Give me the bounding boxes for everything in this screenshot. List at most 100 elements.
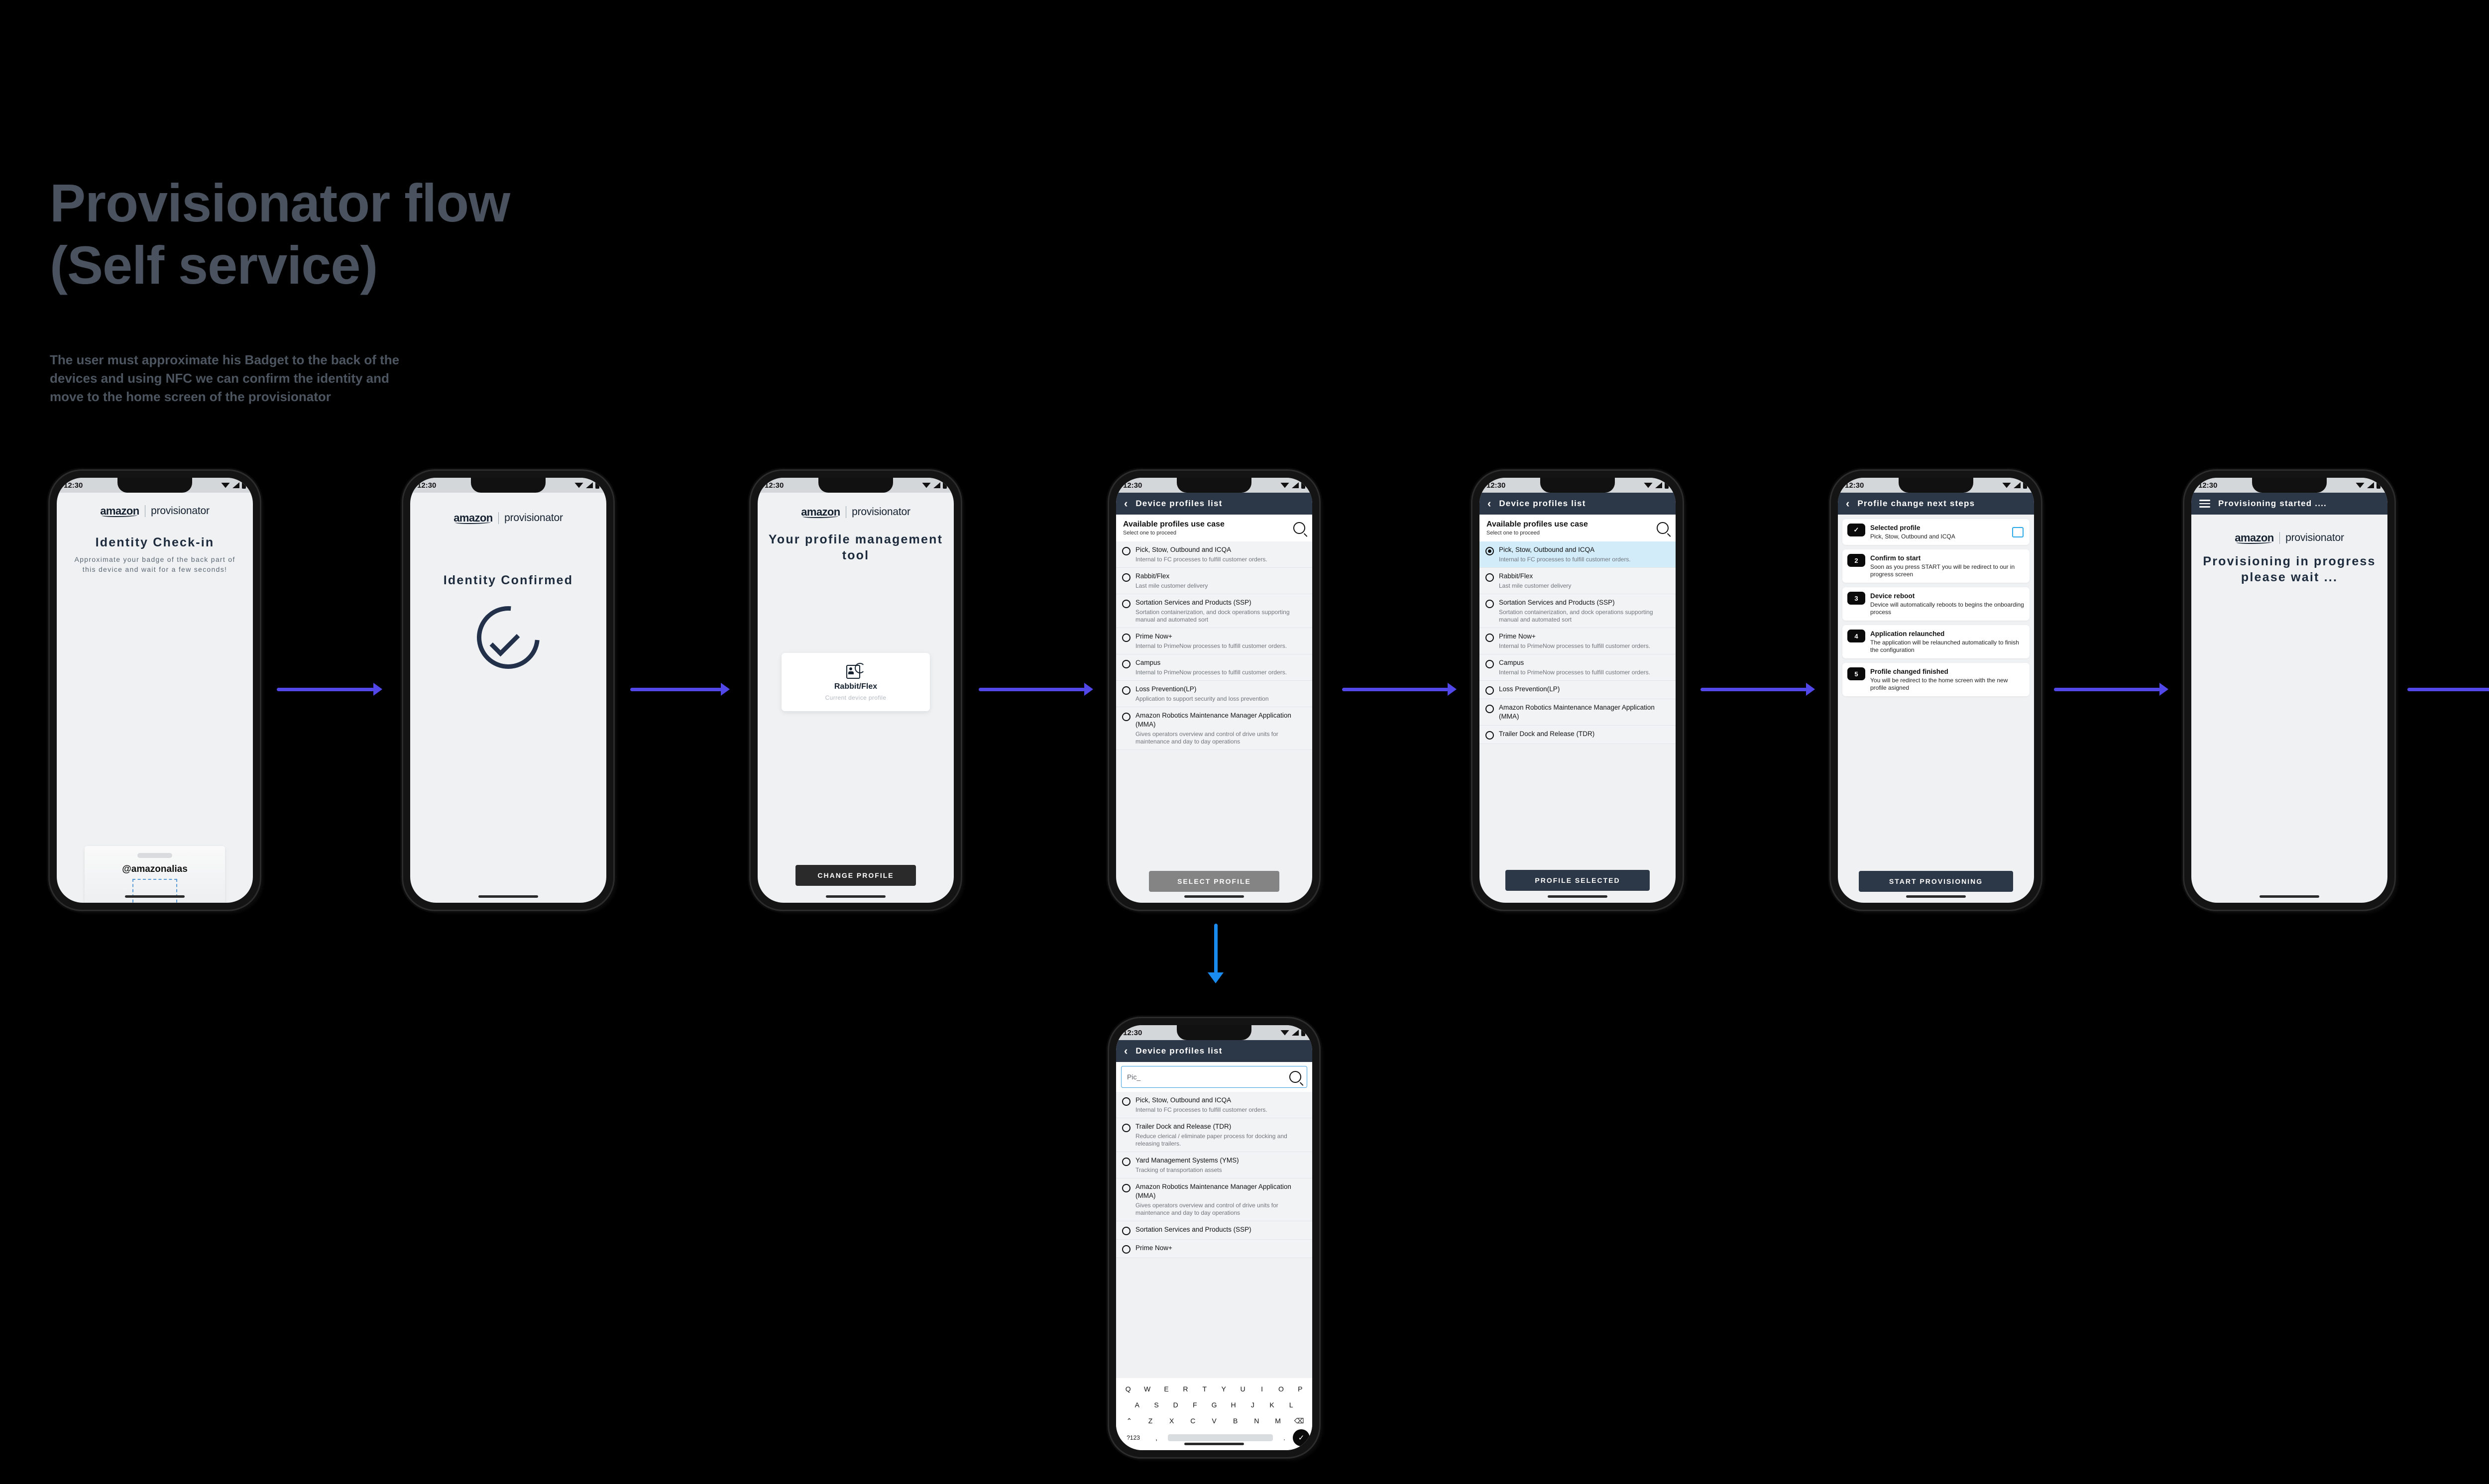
search-icon[interactable] bbox=[1657, 522, 1669, 534]
profile-row[interactable]: Pick, Stow, Outbound and ICQA Internal t… bbox=[1116, 1092, 1312, 1118]
key-L[interactable]: L bbox=[1289, 1401, 1293, 1409]
key-U[interactable]: U bbox=[1240, 1385, 1245, 1393]
search-icon[interactable] bbox=[1293, 522, 1305, 534]
key-P[interactable]: P bbox=[1298, 1385, 1303, 1393]
profile-row[interactable]: Pick, Stow, Outbound and ICQA Internal t… bbox=[1116, 541, 1312, 568]
screen-identity-confirmed[interactable]: 12:30 amazon provisionator Identity Conf… bbox=[410, 478, 606, 903]
key-Z[interactable]: Z bbox=[1148, 1417, 1153, 1425]
profile-row[interactable]: Sortation Services and Products (SSP) bbox=[1116, 1221, 1312, 1240]
profile-radio[interactable] bbox=[1122, 573, 1131, 582]
key-E[interactable]: E bbox=[1164, 1385, 1169, 1393]
key-O[interactable]: O bbox=[1278, 1385, 1284, 1393]
hamburger-menu-icon[interactable] bbox=[2199, 500, 2210, 508]
profile-radio[interactable] bbox=[1485, 731, 1494, 740]
profile-list[interactable]: Pick, Stow, Outbound and ICQA Internal t… bbox=[1116, 541, 1312, 750]
profile-selected-button[interactable]: PROFILE SELECTED bbox=[1505, 870, 1650, 891]
screen-profile-change-next-steps[interactable]: 12:30 ‹ Profile change next steps ✓ Sele… bbox=[1838, 478, 2034, 903]
key-D[interactable]: D bbox=[1173, 1401, 1178, 1409]
space-key[interactable] bbox=[1167, 1434, 1273, 1441]
profile-radio[interactable] bbox=[1122, 1227, 1131, 1235]
key-V[interactable]: V bbox=[1212, 1417, 1217, 1425]
key-R[interactable]: R bbox=[1183, 1385, 1188, 1393]
key-A[interactable]: A bbox=[1134, 1401, 1139, 1409]
profile-row[interactable]: Amazon Robotics Maintenance Manager Appl… bbox=[1116, 1178, 1312, 1221]
key-B[interactable]: B bbox=[1233, 1417, 1238, 1425]
comma-key[interactable]: , bbox=[1155, 1434, 1157, 1442]
profile-radio[interactable] bbox=[1122, 686, 1131, 695]
profile-radio[interactable] bbox=[1122, 1245, 1131, 1254]
key-C[interactable]: C bbox=[1190, 1417, 1196, 1425]
key-F[interactable]: F bbox=[1193, 1401, 1197, 1409]
current-profile-card[interactable]: Rabbit/Flex Current device profile bbox=[782, 653, 930, 711]
profile-radio[interactable] bbox=[1485, 660, 1494, 668]
edit-pencil-icon[interactable] bbox=[2012, 527, 2024, 537]
profile-radio[interactable] bbox=[1485, 547, 1494, 555]
profile-radio[interactable] bbox=[1485, 705, 1494, 713]
screen-identity-check-in[interactable]: 12:30 amazon provisionator Identity Chec… bbox=[57, 478, 253, 903]
profile-radio[interactable] bbox=[1122, 713, 1131, 721]
key-J[interactable]: J bbox=[1250, 1401, 1254, 1409]
profile-row[interactable]: Yard Management Systems (YMS) Tracking o… bbox=[1116, 1152, 1312, 1178]
profile-row[interactable]: Sortation Services and Products (SSP) So… bbox=[1116, 594, 1312, 628]
profile-radio[interactable] bbox=[1122, 547, 1131, 555]
profile-row[interactable]: Amazon Robotics Maintenance Manager Appl… bbox=[1116, 707, 1312, 750]
screen-profile-home-rabbit[interactable]: 12:30 amazon provisionator Your profile … bbox=[758, 478, 954, 903]
enter-key[interactable]: ✓ bbox=[1293, 1429, 1310, 1446]
search-icon[interactable] bbox=[1289, 1071, 1301, 1083]
key-S[interactable]: S bbox=[1154, 1401, 1159, 1409]
profile-row[interactable]: Loss Prevention(LP) bbox=[1479, 681, 1676, 699]
key-I[interactable]: I bbox=[1261, 1385, 1263, 1393]
key-N[interactable]: N bbox=[1254, 1417, 1259, 1425]
profile-list[interactable]: Pick, Stow, Outbound and ICQA Internal t… bbox=[1479, 541, 1676, 744]
back-button[interactable]: ‹ bbox=[1124, 497, 1128, 510]
profile-radio[interactable] bbox=[1122, 660, 1131, 668]
profile-radio[interactable] bbox=[1485, 686, 1494, 695]
change-profile-button[interactable]: CHANGE PROFILE bbox=[795, 865, 916, 886]
key-X[interactable]: X bbox=[1169, 1417, 1174, 1425]
screen-device-profiles-list-selected[interactable]: 12:30 ‹ Device profiles list Available p… bbox=[1479, 478, 1676, 903]
back-button[interactable]: ‹ bbox=[1487, 497, 1491, 510]
profile-row[interactable]: Trailer Dock and Release (TDR) bbox=[1479, 726, 1676, 744]
shift-key[interactable]: ⌃ bbox=[1126, 1417, 1132, 1425]
profile-row[interactable]: Prime Now+ bbox=[1116, 1240, 1312, 1258]
key-Q[interactable]: Q bbox=[1125, 1385, 1131, 1393]
profile-row[interactable]: Prime Now+ Internal to PrimeNow processe… bbox=[1116, 628, 1312, 654]
profile-radio[interactable] bbox=[1122, 600, 1131, 608]
key-K[interactable]: K bbox=[1269, 1401, 1274, 1409]
start-provisioning-button[interactable]: START PROVISIONING bbox=[1859, 871, 2013, 892]
backspace-key[interactable]: ⌫ bbox=[1294, 1417, 1304, 1425]
profile-radio[interactable] bbox=[1485, 634, 1494, 642]
search-input[interactable]: Pic_ bbox=[1121, 1066, 1307, 1088]
profile-row[interactable]: Sortation Services and Products (SSP) So… bbox=[1479, 594, 1676, 628]
profile-radio[interactable] bbox=[1485, 600, 1494, 608]
profile-row[interactable]: Amazon Robotics Maintenance Manager Appl… bbox=[1479, 699, 1676, 726]
screen-device-profiles-search[interactable]: 12:30 ‹ Device profiles list Pic_ Pick, … bbox=[1116, 1025, 1312, 1450]
profile-row[interactable]: Pick, Stow, Outbound and ICQA Internal t… bbox=[1479, 541, 1676, 568]
key-Y[interactable]: Y bbox=[1221, 1385, 1226, 1393]
profile-row[interactable]: Loss Prevention(LP) Application to suppo… bbox=[1116, 681, 1312, 707]
key-W[interactable]: W bbox=[1143, 1385, 1151, 1393]
back-button[interactable]: ‹ bbox=[1846, 497, 1850, 510]
key-G[interactable]: G bbox=[1211, 1401, 1217, 1409]
profile-row[interactable]: Rabbit/Flex Last mile customer delivery bbox=[1479, 568, 1676, 594]
profile-row[interactable]: Prime Now+ Internal to PrimeNow processe… bbox=[1479, 628, 1676, 654]
screen-device-profiles-list[interactable]: 12:30 ‹ Device profiles list Available p… bbox=[1116, 478, 1312, 903]
back-button[interactable]: ‹ bbox=[1124, 1045, 1128, 1057]
key-H[interactable]: H bbox=[1231, 1401, 1236, 1409]
profile-list[interactable]: Pick, Stow, Outbound and ICQA Internal t… bbox=[1116, 1092, 1312, 1258]
profile-radio[interactable] bbox=[1122, 1124, 1131, 1132]
period-key[interactable]: . bbox=[1283, 1434, 1286, 1442]
profile-radio[interactable] bbox=[1122, 1184, 1131, 1192]
profile-row[interactable]: Campus Internal to PrimeNow processes to… bbox=[1116, 654, 1312, 681]
profile-row[interactable]: Trailer Dock and Release (TDR) Reduce cl… bbox=[1116, 1118, 1312, 1152]
numeric-key[interactable]: ?123 bbox=[1127, 1434, 1140, 1441]
profile-radio[interactable] bbox=[1122, 634, 1131, 642]
profile-radio[interactable] bbox=[1122, 1158, 1131, 1166]
profile-row[interactable]: Campus Internal to PrimeNow processes to… bbox=[1479, 654, 1676, 681]
screen-provisioning-started[interactable]: 12:30 Provisioning started .... amazon p… bbox=[2191, 478, 2387, 903]
profile-radio[interactable] bbox=[1485, 573, 1494, 582]
profile-radio[interactable] bbox=[1122, 1097, 1131, 1106]
select-profile-button[interactable]: SELECT PROFILE bbox=[1149, 871, 1279, 892]
key-M[interactable]: M bbox=[1275, 1417, 1281, 1425]
